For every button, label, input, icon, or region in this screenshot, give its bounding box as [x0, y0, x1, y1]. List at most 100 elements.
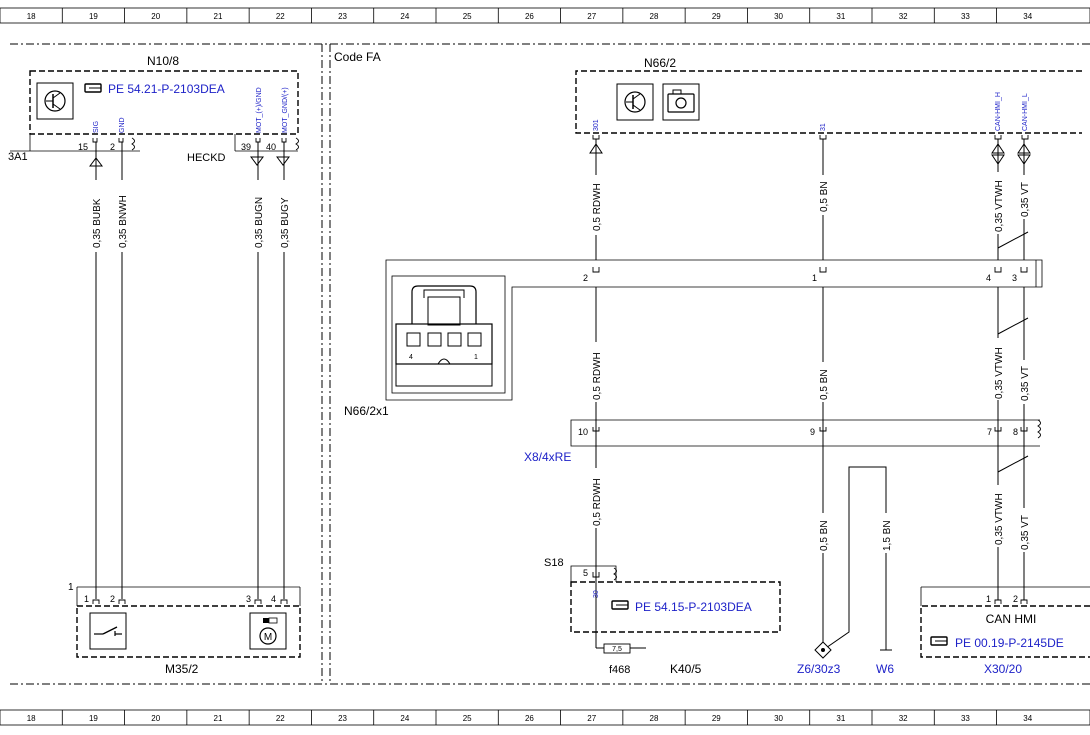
connector-image-pin-4: 4: [409, 354, 413, 361]
x30-20-link[interactable]: X30/20: [984, 662, 1022, 676]
ruler-cell-label: 22: [276, 12, 285, 21]
s18-pin-marker: [592, 572, 600, 578]
ruler-cell-label: 30: [774, 714, 783, 723]
wire-label-bn-b: 0,5 BN: [819, 369, 830, 400]
n66-title: N66/2: [644, 56, 676, 70]
ruler-cell-label: 20: [151, 12, 160, 21]
wire-label-bnwh: 0,35 BNWH: [118, 195, 129, 248]
conn2-pin-8: 8: [1013, 427, 1018, 437]
can-hmi-label: CAN HMI: [986, 612, 1037, 626]
conn1-pin-3: 3: [1012, 273, 1017, 283]
ruler-cell-label: 25: [463, 714, 472, 723]
ruler-cell-label: 25: [463, 12, 472, 21]
ruler-cell-label: 26: [525, 12, 534, 21]
n66-2x1-label: N66/2x1: [344, 404, 389, 418]
can-pin-2: 2: [1013, 594, 1018, 604]
can-pin-markers: [994, 599, 1028, 604]
n66-pin-markers: [592, 135, 1029, 140]
wire-label-bugn: 0,35 BUGN: [254, 197, 265, 248]
wire-label-vtwh-a: 0,35 VTWH: [994, 180, 1005, 232]
output-arrow: [276, 156, 290, 166]
can-pin-1: 1: [986, 594, 991, 604]
ruler-cell-label: 21: [214, 12, 223, 21]
n10-title: N10/8: [147, 54, 179, 68]
f468-label: f468: [609, 664, 630, 676]
ruler-cell-label: 33: [961, 12, 970, 21]
wire-label-vt-c: 0,35 VT: [1020, 515, 1031, 550]
pin-name-mot-gnd: MOT_GND/(+): [282, 87, 289, 133]
coil-symbol: [131, 137, 135, 151]
conn2-pin-9: 9: [810, 427, 815, 437]
s18-label: S18: [544, 557, 564, 569]
m35-pin-markers: [92, 599, 288, 604]
switch-icon: [94, 626, 122, 636]
ruler-cell-label: 23: [338, 714, 347, 723]
n10-ref-link[interactable]: PE 54.21-P-2103DEA: [108, 82, 225, 96]
w6-link[interactable]: W6: [876, 662, 894, 676]
hand-pointer-icon: [84, 83, 102, 93]
ruler-cell-label: 24: [400, 714, 409, 723]
n10-pin-markers: [92, 138, 287, 143]
wire-label-rdwh-b: 0,5 RDWH: [592, 352, 603, 400]
fuse-value: 7,5: [612, 646, 622, 653]
transistor-icon: [44, 90, 66, 112]
pin-name-mot-plus: MOT_(+)/GND: [256, 87, 263, 133]
svg-text:M: M: [264, 632, 272, 643]
ruler-cell-label: 29: [712, 714, 721, 723]
ruler-cell-label: 19: [89, 714, 98, 723]
right-wires: [595, 139, 1025, 651]
camera-symbol-box: [662, 83, 700, 121]
ground-point-icon: [814, 641, 832, 659]
heckd-label: HECKD: [187, 152, 226, 164]
k40-ref-link[interactable]: PE 54.15-P-2103DEA: [635, 600, 752, 614]
k40-module-box: [570, 581, 781, 633]
x30-ref-link[interactable]: PE 00.19-P-2145DE: [955, 636, 1064, 650]
camera-icon: [667, 89, 695, 113]
conn1-pin-4: 4: [986, 273, 991, 283]
wire-label-rdwh-c: 0,5 RDWH: [592, 478, 603, 526]
ruler-cell-label: 19: [89, 12, 98, 21]
conn1-pin-2: 2: [583, 273, 588, 283]
s18-bracket: [570, 565, 617, 582]
pin-num-2: 2: [110, 142, 115, 152]
code-fa-label: Code FA: [334, 50, 381, 64]
wire-label-bn-a: 0,5 BN: [819, 181, 830, 212]
m35-num-label: 1: [68, 582, 74, 593]
wire-label-bn15-c: 1,5 BN: [882, 520, 893, 551]
motor-symbol-box: [249, 612, 287, 650]
wire-label-vt-a: 0,35 VT: [1020, 182, 1031, 217]
ruler-cell-label: 34: [1023, 12, 1032, 21]
ruler-cell-label: 22: [276, 714, 285, 723]
pin-num-39: 39: [241, 142, 251, 152]
ruler-cell-label: 24: [400, 12, 409, 21]
ruler-cell-label: 34: [1023, 714, 1032, 723]
ruler-cell-label: 18: [27, 714, 36, 723]
ruler-cell-label: 18: [27, 12, 36, 21]
n66-transistor-box: [616, 83, 654, 121]
ruler-cell-label: 29: [712, 12, 721, 21]
m35-pin-1: 1: [84, 594, 89, 604]
hand-pointer-icon: [611, 600, 629, 610]
connector-image-pin-1: 1: [474, 354, 478, 361]
conn1-pin-markers: [592, 267, 1028, 273]
z6-link[interactable]: Z6/30z3: [797, 662, 841, 676]
m35-pin-3: 3: [246, 594, 251, 604]
pin-name-sig: SIG: [93, 121, 100, 133]
wire-label-bn-c: 0,5 BN: [819, 520, 830, 551]
pin-name-31: 31: [820, 123, 827, 131]
wire-label-vtwh-b: 0,35 VTWH: [994, 347, 1005, 399]
switch-symbol-box: [89, 612, 127, 650]
pin-num-15: 15: [78, 142, 88, 152]
motor-icon: M: [259, 617, 278, 645]
pin-num-40: 40: [266, 142, 276, 152]
pin-name-can-l: CAN-HMI_L: [1022, 93, 1029, 131]
wire-label-rdwh-a: 0,5 RDWH: [592, 183, 603, 231]
conn1-pin-1: 1: [812, 273, 817, 283]
left-edge-label: 3A1: [8, 151, 28, 163]
m35-pin-4: 4: [271, 594, 276, 604]
x8-4xre-link[interactable]: X8/4xRE: [524, 450, 571, 464]
